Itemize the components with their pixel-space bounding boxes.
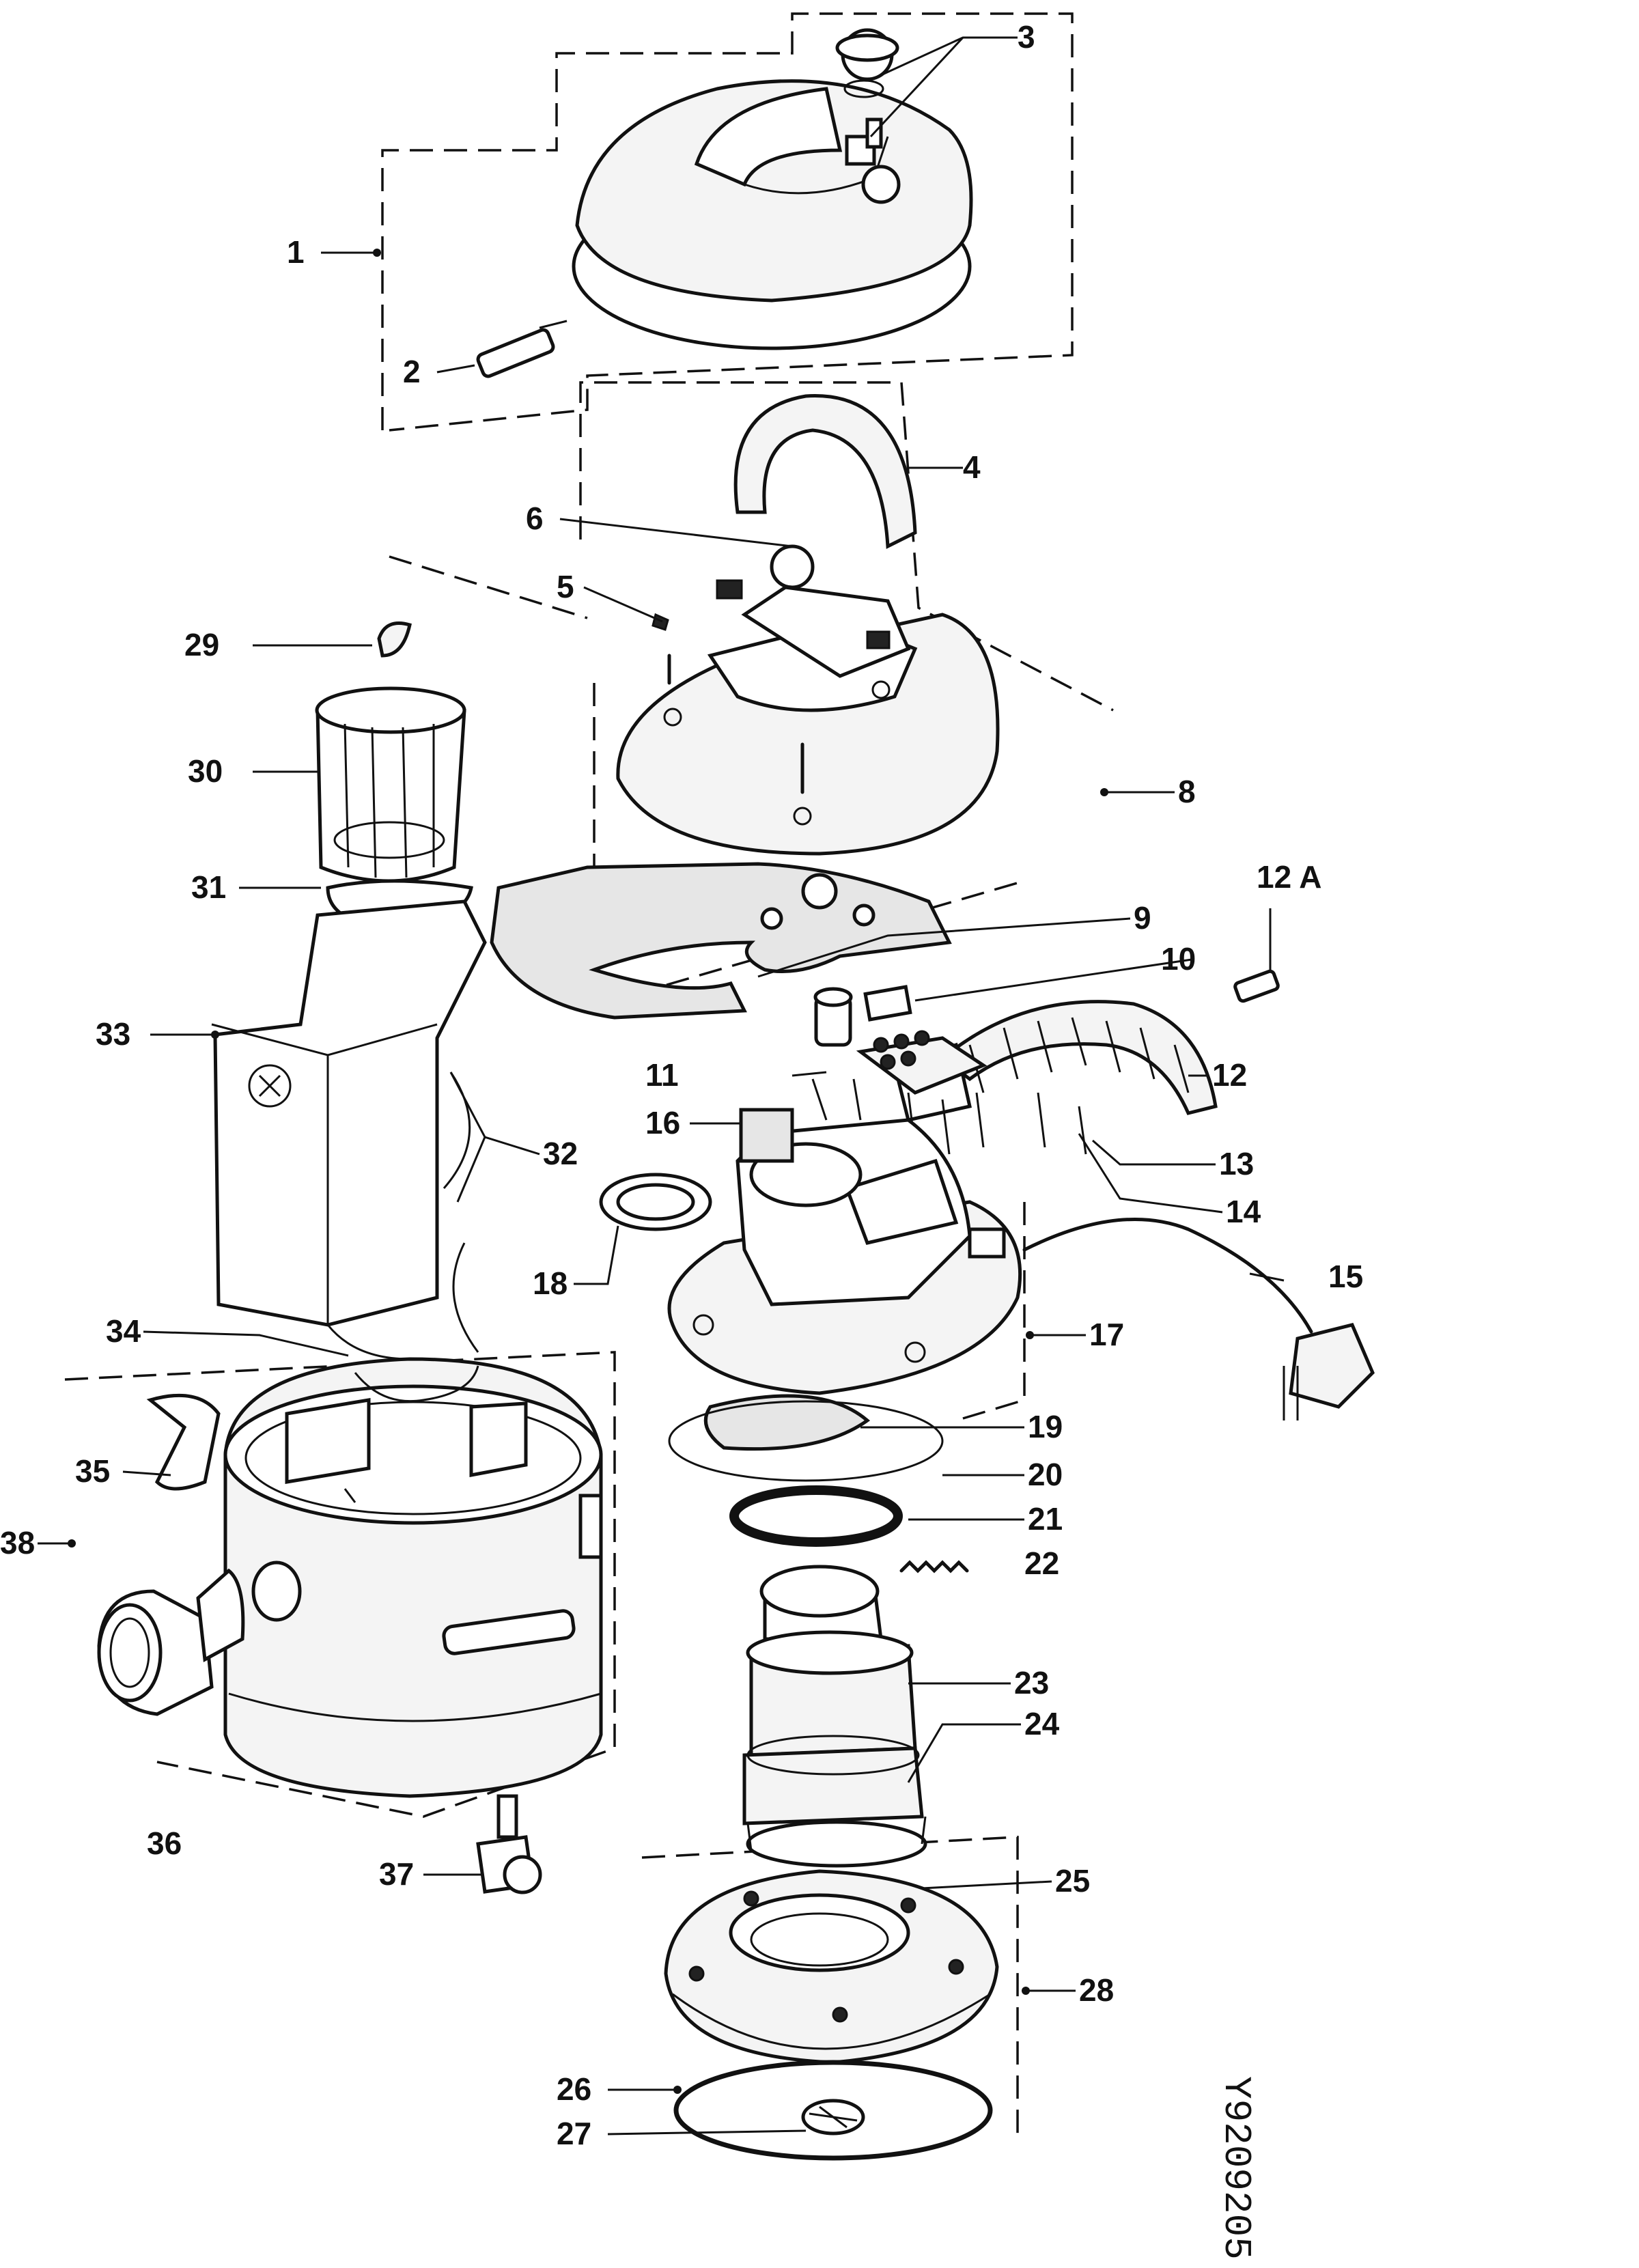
label-31: 31 bbox=[191, 869, 226, 905]
label-18: 18 bbox=[533, 1265, 568, 1301]
label-12: 12 bbox=[1212, 1057, 1247, 1093]
part-motor-housing bbox=[667, 1108, 1022, 1395]
part-switch-assembly bbox=[856, 1000, 1218, 1155]
drawing-code: Y9209205 bbox=[1214, 2076, 1258, 2260]
part-handle bbox=[733, 394, 917, 549]
label-13: 13 bbox=[1219, 1146, 1254, 1181]
part-10 bbox=[863, 985, 912, 1022]
label-24: 24 bbox=[1024, 1706, 1060, 1741]
label-30: 30 bbox=[188, 753, 223, 789]
part-motor-cover bbox=[616, 544, 1000, 856]
label-16: 16 bbox=[645, 1105, 680, 1140]
callout-labels: 1 2 3 4 5 6 8 9 10 11 12 12 A 13 14 15 1… bbox=[0, 19, 1363, 2151]
part-power-cord bbox=[1022, 1217, 1375, 1420]
leader-lines bbox=[38, 36, 1285, 2136]
label-3: 3 bbox=[1018, 19, 1035, 55]
label-4: 4 bbox=[963, 449, 981, 485]
label-6: 6 bbox=[526, 501, 544, 536]
part-gasket bbox=[490, 862, 952, 1020]
label-1: 1 bbox=[287, 234, 305, 270]
part-base bbox=[664, 1869, 999, 2161]
label-19: 19 bbox=[1028, 1409, 1063, 1444]
label-8: 8 bbox=[1178, 774, 1196, 809]
label-15: 15 bbox=[1328, 1259, 1363, 1294]
label-23: 23 bbox=[1014, 1665, 1049, 1700]
part-motor bbox=[742, 1565, 927, 1868]
label-10: 10 bbox=[1161, 941, 1196, 977]
part-11 bbox=[811, 987, 862, 1121]
label-22: 22 bbox=[1024, 1545, 1059, 1581]
label-26: 26 bbox=[557, 2071, 591, 2107]
label-28: 28 bbox=[1079, 1972, 1114, 2008]
label-17: 17 bbox=[1089, 1317, 1124, 1352]
label-5: 5 bbox=[557, 569, 574, 604]
part-castor bbox=[476, 1794, 542, 1894]
label-21: 21 bbox=[1028, 1501, 1063, 1537]
part-ring-18 bbox=[599, 1173, 712, 1231]
part-lid bbox=[572, 28, 973, 350]
label-35: 35 bbox=[75, 1453, 110, 1489]
label-25: 25 bbox=[1055, 1863, 1090, 1899]
part-spring bbox=[899, 1560, 969, 1573]
label-29: 29 bbox=[184, 627, 219, 662]
label-37: 37 bbox=[379, 1856, 414, 1892]
part-valve-2 bbox=[476, 320, 568, 378]
part-filter-ring bbox=[668, 1394, 944, 1547]
part-tank bbox=[223, 1357, 603, 1798]
label-27: 27 bbox=[557, 2116, 591, 2151]
label-9: 9 bbox=[1134, 900, 1151, 936]
label-12a: 12 A bbox=[1257, 859, 1321, 895]
label-20: 20 bbox=[1028, 1457, 1063, 1492]
label-14: 14 bbox=[1226, 1194, 1261, 1229]
part-filter-cage bbox=[315, 621, 473, 931]
label-34: 34 bbox=[106, 1313, 141, 1349]
label-38: 38 bbox=[0, 1525, 35, 1560]
label-32: 32 bbox=[543, 1136, 578, 1171]
label-2: 2 bbox=[403, 354, 421, 389]
part-filter-bag bbox=[211, 899, 487, 1360]
part-hose-inlet bbox=[97, 1568, 245, 1716]
part-clip bbox=[146, 1393, 221, 1491]
label-33: 33 bbox=[96, 1016, 130, 1052]
label-11: 11 bbox=[645, 1057, 679, 1093]
part-12a bbox=[1233, 969, 1280, 1003]
label-36: 36 bbox=[147, 1825, 182, 1861]
